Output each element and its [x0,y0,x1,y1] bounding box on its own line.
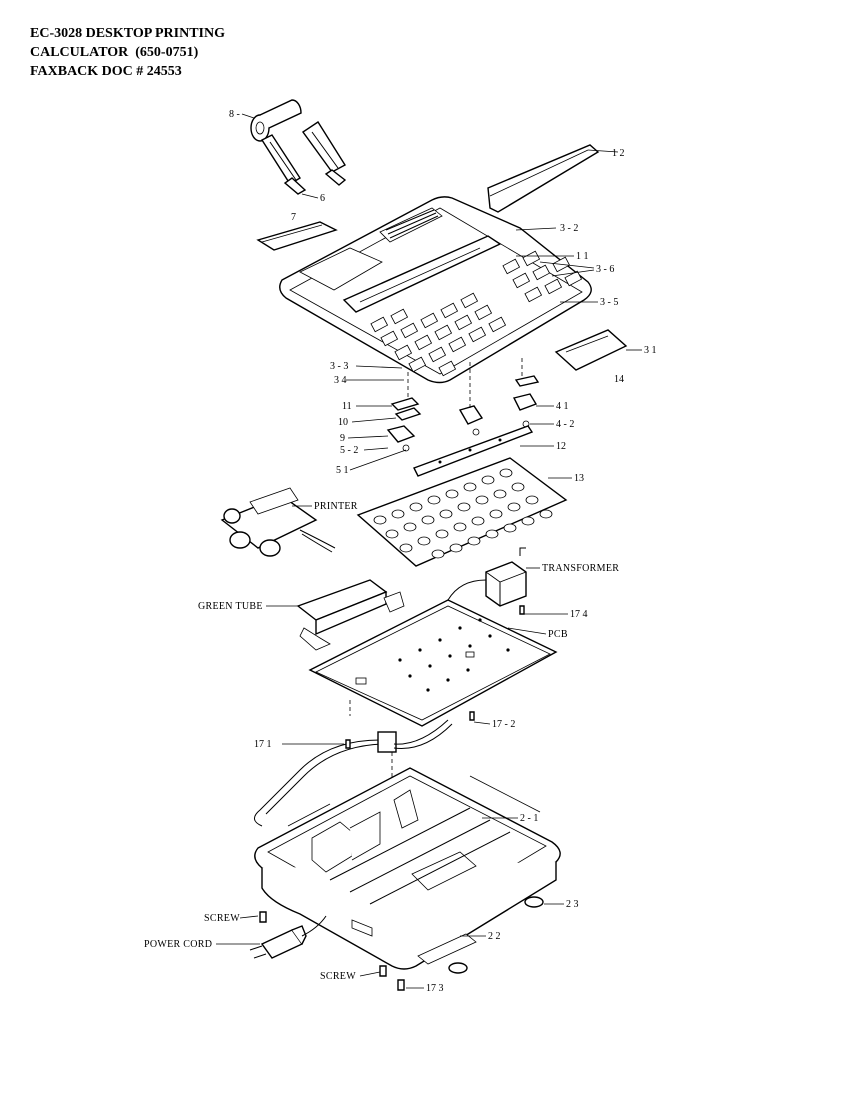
rubber-keypad [356,457,568,567]
label-part-17-4: 17 4 [570,609,588,620]
label-part-17-1: 17 1 [254,739,272,750]
header-line-doc: FAXBACK DOC # 24553 [30,64,182,79]
label-printer: PRINTER [314,501,358,512]
callout-leaders [216,113,642,989]
label-part-13: 13 [574,473,584,484]
label-part-3-4: 3 4 [334,375,347,386]
document-header: EC-3028 DESKTOP PRINTING CALCULATOR (650… [30,24,225,81]
label-part-5-2: 5 - 2 [340,445,358,456]
label-part-3-1: 3 1 [644,345,657,356]
label-part-3-5: 3 - 5 [600,297,618,308]
pcb-components [355,618,510,692]
label-part-12: 12 [556,441,566,452]
pcb-board [308,599,558,727]
label-part-3-6: 3 - 6 [596,264,614,275]
label-green-tube: GREEN TUBE [198,601,263,612]
power-cord-plug [249,915,327,959]
label-part-10: 10 [338,417,348,428]
label-part-17-2: 17 - 2 [492,719,515,730]
top-cover [487,144,600,213]
top-case [279,196,592,384]
bottom-case [254,767,561,970]
label-part-9: 9 [340,433,345,444]
label-part-4-1: 4 1 [556,401,569,412]
transformer [447,547,527,607]
screws [259,605,525,991]
assembly-guide-lines [349,358,523,780]
speaker-grille [379,207,443,243]
label-part-3-2: 3 - 2 [560,223,578,234]
label-part-7: 7 [291,212,296,223]
rubber-feet [417,896,544,974]
paper-guide [256,221,338,251]
label-part-5-1: 5 1 [336,465,349,476]
callout-labels: 8 - 6 7 1 2 3 - 2 1 1 3 - 6 3 - 5 3 - 3 … [144,109,657,994]
label-part-8: 8 - [229,109,240,120]
label-part-14: 14 [614,374,624,385]
label-screw-left: SCREW [204,913,240,924]
label-part-2-1: 2 - 1 [520,813,538,824]
label-power-cord: POWER CORD [144,939,212,950]
label-part-6: 6 [320,193,325,204]
label-part-17-3: 17 3 [426,983,444,994]
power-cable-harness [254,719,453,827]
label-part-1-2: 1 2 [612,148,625,159]
contact-strip [413,425,534,477]
paper-roll-holder [250,99,347,195]
small-parts [386,375,540,452]
label-transformer: TRANSFORMER [542,563,619,574]
label-part-1-1: 1 1 [576,251,589,262]
label-screw-bottom: SCREW [320,971,356,982]
label-part-11: 11 [342,401,352,412]
label-part-4-2: 4 - 2 [556,419,574,430]
keypad-keys [370,250,583,377]
label-part-2-2: 2 2 [488,931,501,942]
label-part-3-3: 3 - 3 [330,361,348,372]
header-line-product: CALCULATOR (650-0751) [30,45,199,60]
label-pcb: PCB [548,629,568,640]
printer-mechanism [220,487,336,557]
label-part-2-3: 2 3 [566,899,579,910]
header-line-model: EC-3028 DESKTOP PRINTING [30,26,225,41]
green-tube-display [296,579,405,651]
battery-door [554,329,628,371]
